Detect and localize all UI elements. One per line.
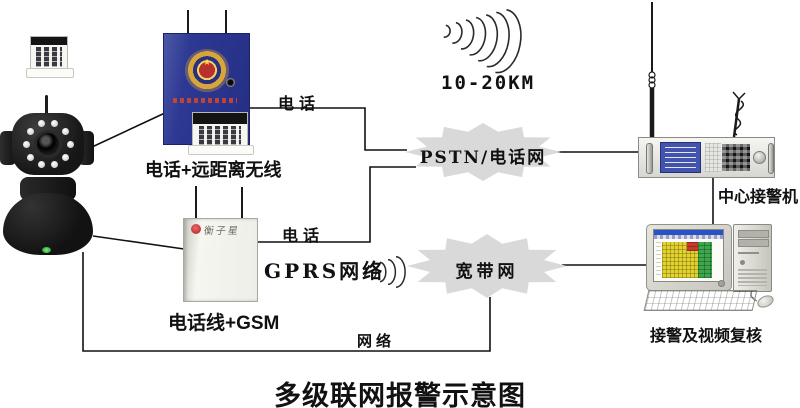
keypad-display <box>31 37 67 45</box>
badge-star-icon: ★ <box>202 57 212 67</box>
device-antennas <box>187 2 746 219</box>
camera-status-led <box>42 247 51 253</box>
ir-led <box>22 140 30 148</box>
app-title-bar <box>654 230 723 235</box>
connection-lines <box>82 107 714 352</box>
panel-keyhole <box>226 78 235 87</box>
lcd-text-rows <box>665 147 696 168</box>
rack-handle-right <box>768 143 774 174</box>
phone-link-label-top: 电话 <box>278 94 321 113</box>
app-row-headers <box>656 242 661 278</box>
camera-head <box>12 113 84 175</box>
ir-led <box>37 119 45 127</box>
broadband-cloud-label: 宽带网 <box>455 262 519 282</box>
receiver-button-grid <box>705 143 721 172</box>
floppy-slot <box>738 252 759 254</box>
keypad-base <box>26 68 74 78</box>
gsm-alarm-host: 衡子星 <box>183 218 258 302</box>
line-wireless-host-to-pstn <box>250 107 407 151</box>
receiver-short-antenna-tip <box>732 91 746 101</box>
tower-power-button <box>740 260 745 265</box>
keypad-keys <box>199 126 241 145</box>
center-alarm-receiver <box>638 137 775 178</box>
keypad-keys <box>36 47 62 67</box>
cd-drive-bay <box>738 230 769 238</box>
panel-red-print <box>173 98 237 103</box>
receiver-antenna-cable <box>733 100 744 136</box>
receiver-keypad <box>722 144 750 171</box>
network-link-label: 网络 <box>357 332 396 350</box>
police-badge-icon: ★ <box>184 49 230 95</box>
zone-grid-green <box>698 242 712 278</box>
rack-handle-left <box>646 143 653 174</box>
keypad-display <box>193 113 247 124</box>
ip-camera <box>0 95 100 260</box>
ir-led <box>62 153 70 161</box>
ir-led <box>62 127 70 135</box>
receiver-knob <box>753 151 766 164</box>
computer-label: 接警及视频复核 <box>650 328 763 345</box>
gsm-host-label: 电话线+GSM <box>168 313 280 334</box>
receiver-lcd-display <box>660 142 701 173</box>
gsm-host-keypad <box>26 36 74 78</box>
ir-led <box>26 153 34 161</box>
brand-text: 衡子星 <box>202 226 241 237</box>
long-range-waves-icon <box>443 8 522 74</box>
ir-led <box>37 161 45 169</box>
ir-led <box>66 140 74 148</box>
cd-drive-bay <box>738 239 769 247</box>
ir-led <box>26 127 34 135</box>
keyboard <box>643 290 758 311</box>
receiver-label: 中心接警机 <box>718 189 799 206</box>
pstn-cloud-shape <box>405 123 561 181</box>
wireless-distance-label: 10-20KM <box>441 72 536 94</box>
wireless-host-label: 电话+远距离无线 <box>145 160 282 180</box>
antenna-coil <box>648 71 656 79</box>
monitor-power-button <box>718 280 725 287</box>
wireless-host-keypad <box>188 112 254 155</box>
line-camera-to-wireless-host <box>91 111 168 148</box>
phone-link-label-bottom: 电话 <box>282 226 325 245</box>
diagram-title: 多级联网报警示意图 <box>274 381 526 408</box>
pstn-cloud-label: PSTN/电话网 <box>419 148 547 168</box>
gprs-link-label: GPRS网络 <box>264 259 386 283</box>
camera-base <box>3 193 93 255</box>
zone-grid-alarm <box>687 242 698 251</box>
monitor-screen <box>653 229 724 282</box>
camera-lens <box>34 130 62 158</box>
brand-flower-icon <box>191 224 201 234</box>
gprs-waves-icon <box>363 256 406 288</box>
computer-tower <box>733 224 772 292</box>
camera-antenna <box>45 95 48 117</box>
antenna-coil <box>648 76 656 84</box>
broadband-cloud-shape <box>407 234 567 298</box>
keypad-base <box>188 145 254 155</box>
ir-led <box>51 119 59 127</box>
line-camera-to-broadband <box>82 252 491 352</box>
line-gsm-host-to-pstn <box>258 166 416 243</box>
line-camera-to-gsm-host <box>92 235 185 250</box>
app-toolbar <box>654 235 723 239</box>
review-monitor <box>646 224 732 291</box>
ir-led <box>51 161 59 169</box>
antenna-coil <box>648 81 656 89</box>
tower-vents <box>738 269 767 286</box>
